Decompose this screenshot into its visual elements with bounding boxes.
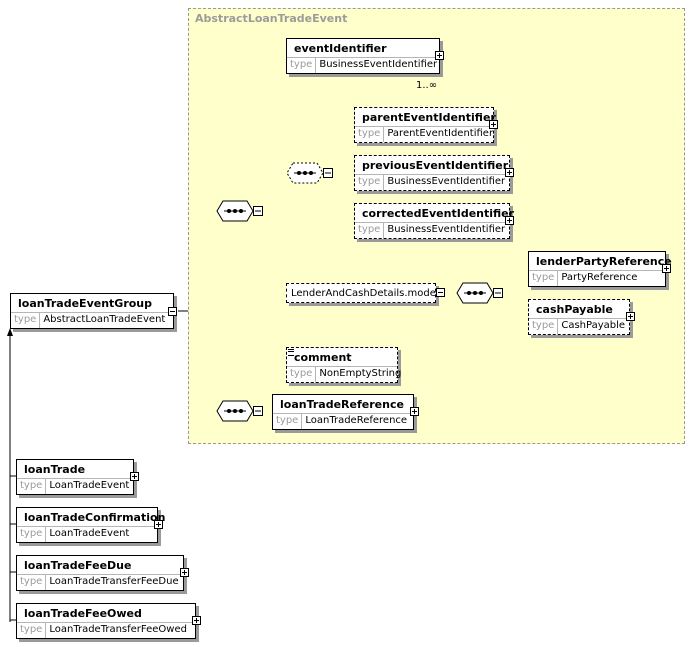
element-name: loanTradeEventGroup: [18, 297, 153, 310]
type-keyword: type: [355, 223, 385, 238]
element-name: loanTradeFeeDue: [24, 559, 132, 572]
type-keyword: type: [11, 313, 41, 328]
sequence-compositor-icon[interactable]: [456, 282, 504, 304]
expand-icon[interactable]: [192, 616, 201, 625]
expand-icon[interactable]: [180, 568, 189, 577]
element-name: lenderPartyReference: [536, 255, 672, 268]
type-keyword: type: [287, 58, 317, 73]
abstract-type-label: AbstractLoanTradeEvent: [195, 12, 348, 25]
element-name: loanTradeConfirmation: [24, 511, 166, 524]
element-type: LoanTradeReference: [305, 415, 408, 426]
expand-icon[interactable]: [505, 168, 514, 177]
sequence-compositor-icon[interactable]: [216, 200, 264, 222]
collapse-icon[interactable]: [168, 307, 177, 316]
element-name: correctedEventIdentifier: [362, 207, 515, 220]
cardinality-label: 1..∞: [416, 80, 438, 91]
element-name: parentEventIdentifier: [362, 111, 496, 124]
element-name: previousEventIdentifier: [362, 159, 509, 172]
element-type: NonEmptyString: [319, 368, 402, 379]
type-keyword: type: [17, 623, 47, 638]
element-type: LoanTradeEvent: [49, 480, 130, 491]
documentation-icon: [288, 349, 294, 356]
expand-icon[interactable]: [130, 472, 139, 481]
type-keyword: type: [355, 127, 385, 142]
element-type: LoanTradeEvent: [49, 528, 130, 539]
element-type: LoanTradeTransferFeeDue: [49, 576, 179, 587]
expand-icon[interactable]: [626, 312, 635, 321]
expand-icon[interactable]: [410, 407, 419, 416]
expand-icon[interactable]: [435, 51, 444, 60]
element-type: ParentEventIdentifier: [387, 128, 494, 139]
type-keyword: type: [355, 175, 385, 190]
element-name: loanTradeFeeOwed: [24, 607, 142, 620]
type-keyword: type: [17, 575, 47, 590]
element-name: cashPayable: [536, 303, 613, 316]
element-type: AbstractLoanTradeEvent: [43, 314, 166, 325]
sequence-compositor-icon[interactable]: [216, 400, 264, 422]
type-keyword: type: [273, 414, 303, 429]
type-keyword: type: [287, 367, 317, 382]
model-group-label: LenderAndCashDetails.model: [291, 288, 439, 299]
type-keyword: type: [529, 271, 559, 286]
expand-icon[interactable]: [154, 520, 163, 529]
expand-icon[interactable]: [489, 120, 498, 129]
element-type: CashPayable: [561, 320, 626, 331]
type-keyword: type: [529, 319, 559, 334]
sequence-compositor-icon[interactable]: [286, 162, 334, 184]
type-keyword: type: [17, 479, 47, 494]
element-type: LoanTradeTransferFeeOwed: [49, 624, 187, 635]
element-type: BusinessEventIdentifier: [319, 59, 438, 70]
expand-icon[interactable]: [662, 264, 671, 273]
expand-icon[interactable]: [505, 216, 514, 225]
element-name: comment: [294, 351, 352, 364]
element-type: BusinessEventIdentifier: [387, 176, 506, 187]
model-group-LenderAndCashDetails[interactable]: LenderAndCashDetails.model: [286, 283, 439, 303]
element-type: PartyReference: [561, 272, 638, 283]
element-name: loanTradeReference: [280, 398, 404, 411]
collapse-icon[interactable]: [436, 288, 445, 297]
element-type: BusinessEventIdentifier: [387, 224, 506, 235]
type-keyword: type: [17, 527, 47, 542]
element-name: eventIdentifier: [294, 42, 387, 55]
element-name: loanTrade: [24, 463, 86, 476]
